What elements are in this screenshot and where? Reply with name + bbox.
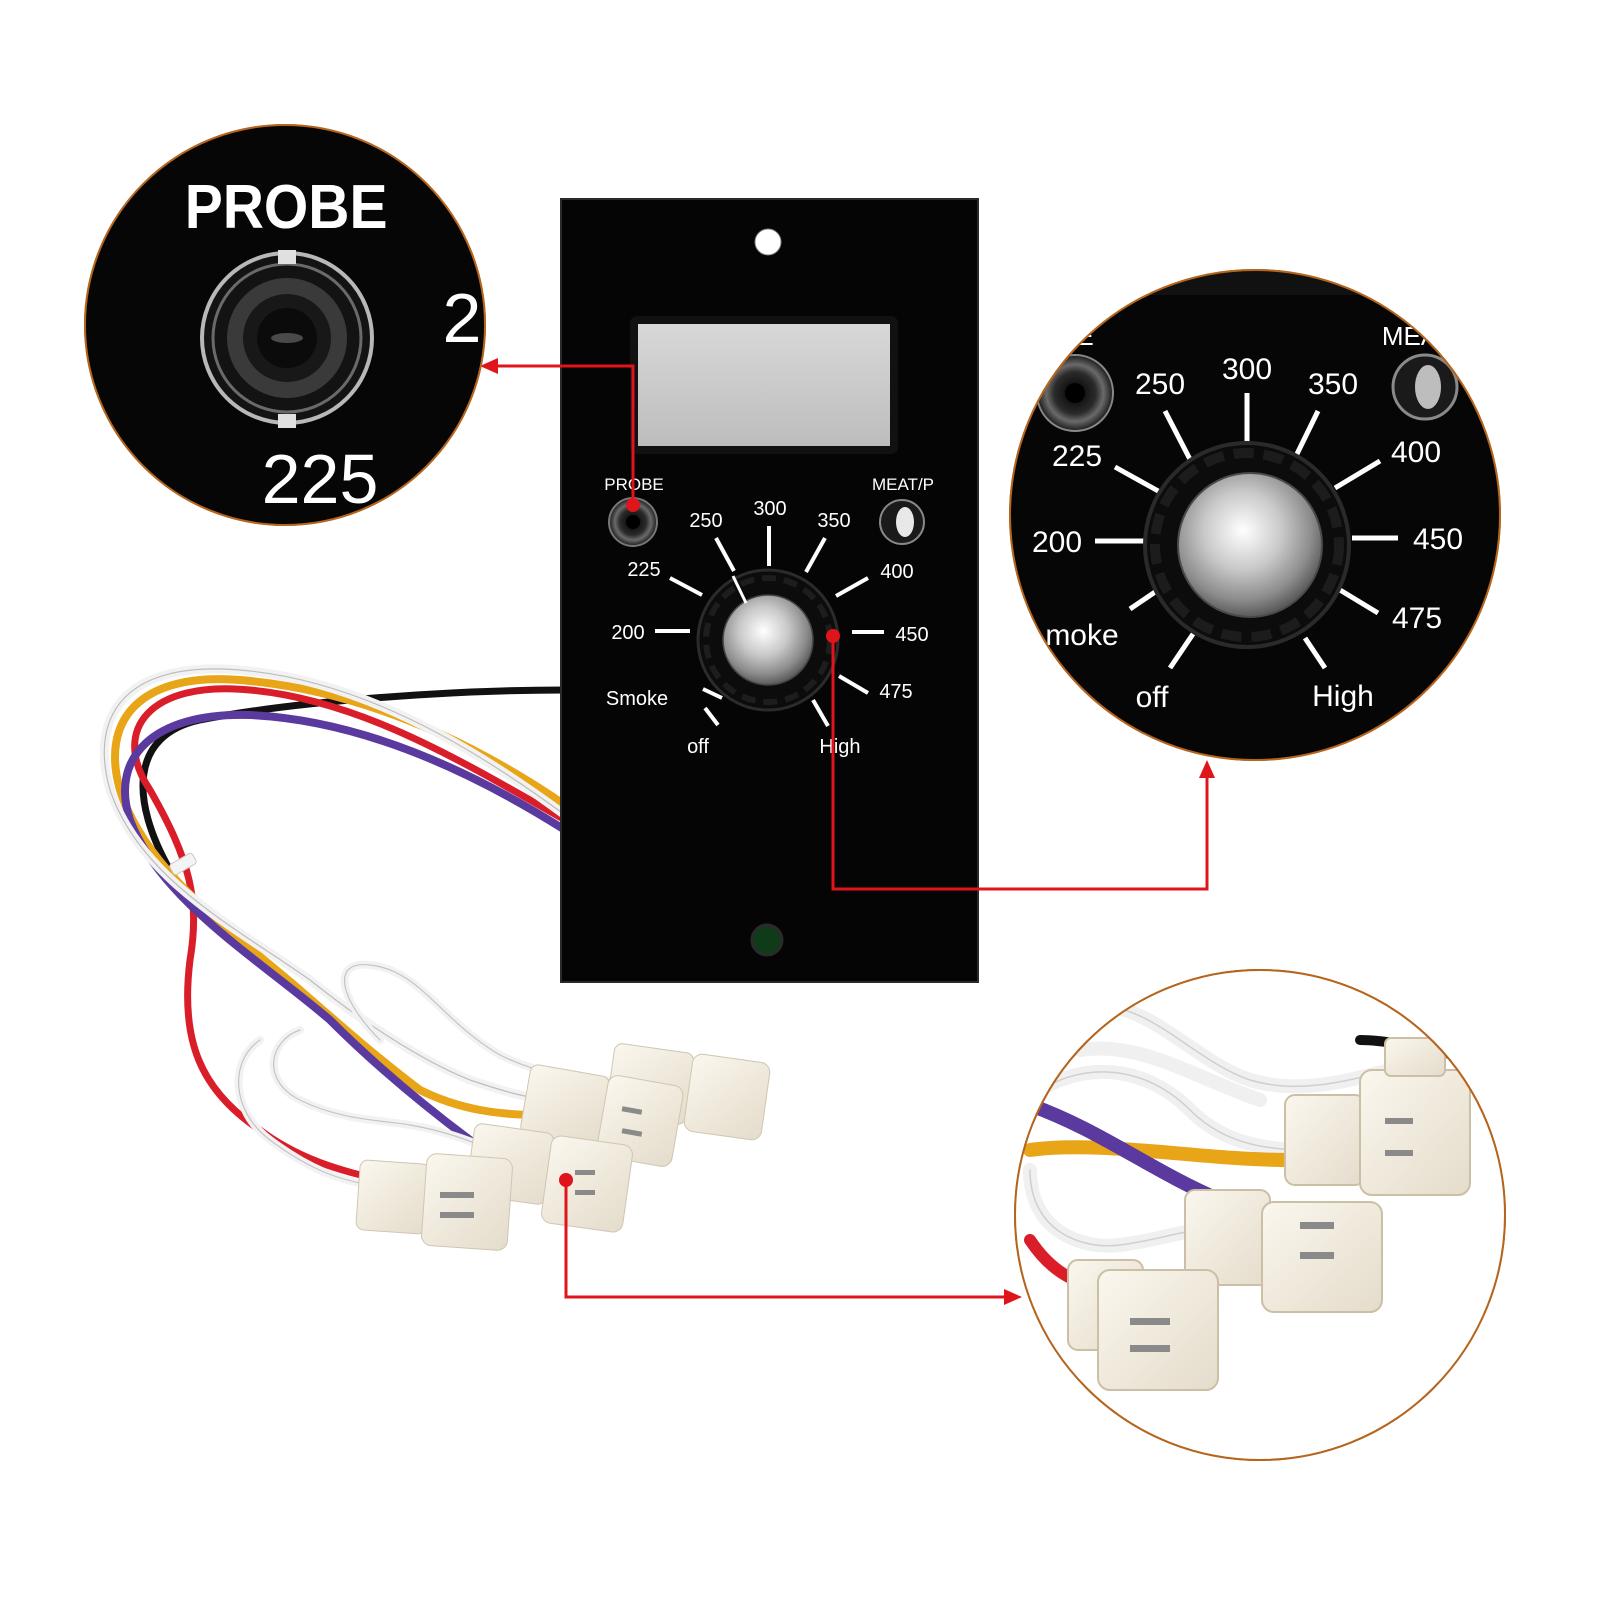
zoom-probe-label: PROBE <box>185 172 388 242</box>
arrow-to-dial-zoom <box>831 636 1209 891</box>
zoom-label-250: 250 <box>1135 368 1185 401</box>
arrow-to-connector-zoom <box>564 1180 1005 1299</box>
zoom-dial-labels: off moke 200 225 250 300 350 400 450 475… <box>1032 353 1463 714</box>
dial-label-high: High <box>819 736 860 758</box>
zoom-connector-detail <box>1014 969 1506 1461</box>
zoom-connector-upper <box>1284 1037 1471 1196</box>
mount-hole <box>754 228 782 256</box>
dial-label-off: off <box>687 736 709 758</box>
meat-probe-port-label: MEAT/P <box>872 475 934 494</box>
zoom-dial-partial-left: E <box>1076 321 1093 351</box>
zoom-label-smoke: moke <box>1045 619 1118 652</box>
dial-label-400: 400 <box>880 561 913 583</box>
dial-label-smoke: Smoke <box>606 688 668 710</box>
arrow-to-probe-zoom <box>495 364 635 505</box>
zoom-connector-lower <box>1067 1259 1219 1391</box>
zoom-label-300: 300 <box>1222 353 1272 386</box>
dial-labels: off Smoke 200 225 250 300 350 400 450 47… <box>606 498 929 758</box>
wire-purple <box>121 710 569 1144</box>
dial-ticks <box>655 526 884 727</box>
connector-group <box>355 1043 771 1251</box>
dial-label-450: 450 <box>895 624 928 646</box>
wire-white-3 <box>234 1036 374 1189</box>
zoom-dial-detail: E MEA off moke 200 <box>1009 269 1501 761</box>
zoom-dial-knob <box>1143 441 1351 649</box>
dial-label-350: 350 <box>817 510 850 532</box>
controller-panel: PROBE MEAT/P off Smoke 200 225 250 300 3 <box>560 198 979 983</box>
zoom-label-off: off <box>1136 681 1169 714</box>
zoom-connector-middle <box>1184 1189 1383 1313</box>
zoom-label-200: 200 <box>1032 526 1082 559</box>
zoom-probe-detail: PROBE 225 2 <box>84 124 486 526</box>
cable-tie <box>169 852 197 876</box>
zoom-label-475: 475 <box>1392 602 1442 635</box>
zoom-label-high: High <box>1312 680 1374 713</box>
wire-yellow <box>111 675 569 1119</box>
dial-label-200: 200 <box>611 622 644 644</box>
wire-white-3-edge <box>238 1039 371 1186</box>
dial-label-300: 300 <box>753 498 786 520</box>
zoom-label-450: 450 <box>1413 523 1463 556</box>
zoom-label-400: 400 <box>1391 436 1441 469</box>
zoom-label-350: 350 <box>1308 368 1358 401</box>
zoom-label-225: 225 <box>1052 440 1102 473</box>
dial-label-225: 225 <box>627 559 660 581</box>
dial-label-475: 475 <box>879 681 912 703</box>
callout-arrowheads <box>480 358 1215 1305</box>
status-led <box>750 923 784 957</box>
temperature-knob[interactable] <box>696 568 840 712</box>
wire-white-4-edge <box>273 1029 491 1151</box>
wire-white-1-edge <box>103 668 566 1101</box>
zoom-probe-number: 225 <box>262 440 379 518</box>
zoom-probe-partial: 2 <box>443 279 482 357</box>
lcd-display <box>630 316 898 454</box>
wire-harness <box>99 664 624 1189</box>
dial-label-250: 250 <box>689 510 722 532</box>
connector-4 <box>355 1153 513 1251</box>
callout-arrows <box>495 364 1209 1299</box>
